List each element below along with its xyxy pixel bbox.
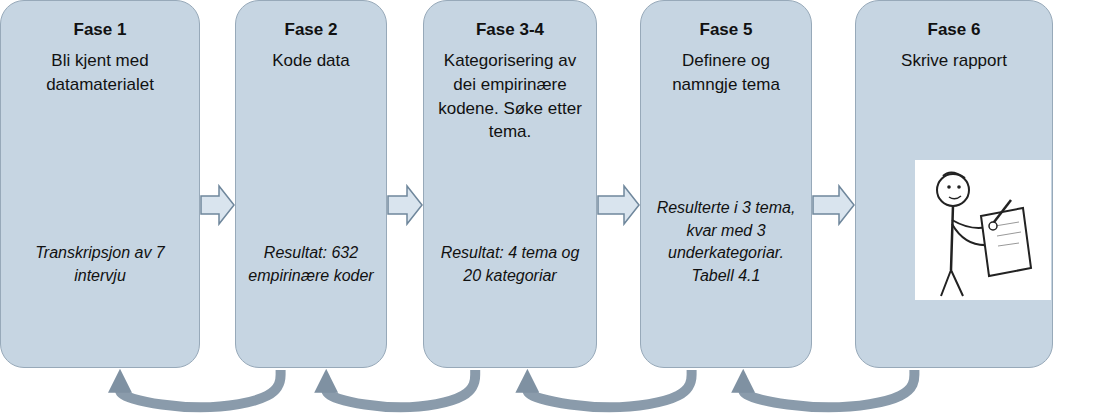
phase-result: Transkripsjon av 7 intervju <box>11 242 189 287</box>
return-arrow <box>120 370 281 407</box>
phase-heading: Fase 2 <box>285 19 338 41</box>
phase-description: Kode data <box>272 49 350 73</box>
block-arrow <box>598 186 639 224</box>
process-box: Fase 3-4Kategorisering av dei empirinære… <box>423 0 597 368</box>
writing-figure-illustration <box>915 160 1051 300</box>
phase-result: Resulterte i 3 tema, kvar med 3 underkat… <box>651 197 801 287</box>
process-box: Fase 1 Bli kjent med datamaterialetTransk… <box>0 0 200 368</box>
phase-description: Kategorisering av dei empirinære kodene.… <box>434 49 586 144</box>
phase-result: Resultat: 632 empirinære koder <box>246 242 376 287</box>
phase-description: Skrive rapport <box>901 49 1007 73</box>
block-arrow <box>813 186 854 224</box>
phase-heading: Fase 3-4 <box>476 19 544 41</box>
process-box: Fase 2 Kode dataResultat: 632 empirinære … <box>235 0 387 368</box>
block-arrow <box>201 186 234 224</box>
phase-description: Definere og namngje tema <box>651 49 801 97</box>
phase-heading: Fase 1 <box>74 19 127 41</box>
phase-description: Bli kjent med datamaterialet <box>11 49 189 97</box>
return-arrow <box>527 370 691 407</box>
return-arrow <box>743 370 914 407</box>
return-arrow <box>326 370 475 407</box>
block-arrow <box>388 186 422 224</box>
phase-heading: Fase 5 <box>700 19 753 41</box>
phase-heading: Fase 6 <box>928 19 981 41</box>
process-box: Fase 5 Definere og namngje temaResulterte… <box>640 0 812 368</box>
phase-result: Resultat: 4 tema og 20 kategoriar <box>434 242 586 287</box>
